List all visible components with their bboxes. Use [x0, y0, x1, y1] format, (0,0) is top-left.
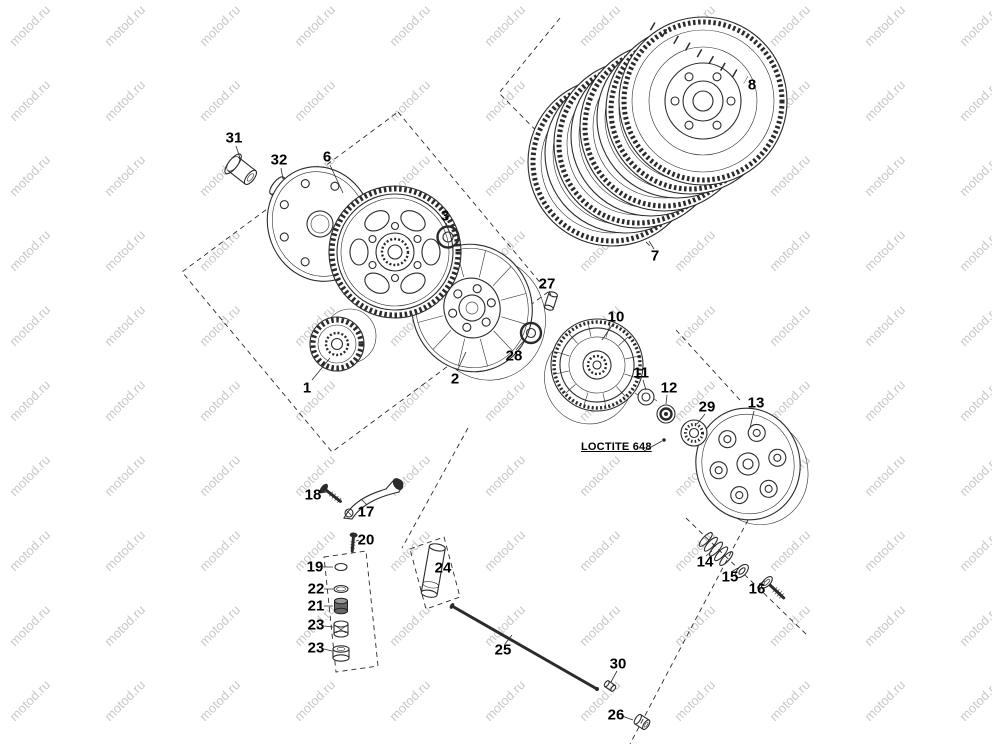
part-label-23b: 23	[307, 639, 325, 657]
part-16-bolt	[760, 576, 786, 600]
part-label-32: 32	[270, 151, 288, 169]
part-label-18: 18	[304, 486, 322, 504]
part-10-clutch-hub	[544, 318, 644, 425]
part-30-pin	[603, 680, 617, 692]
part-label-12: 12	[660, 379, 678, 397]
part-label-13: 13	[747, 394, 765, 412]
part-11-lock-washer	[634, 388, 658, 406]
loctite-note: LOCTITE 648	[581, 441, 652, 453]
clutch-plate-stack	[528, 17, 787, 246]
part-label-19: 19	[306, 558, 324, 576]
dashed-guides	[181, 17, 809, 744]
part-27-pin	[543, 291, 559, 311]
part-label-24: 24	[434, 559, 452, 577]
part-21-bushing	[334, 597, 348, 615]
part-17-release-lever	[343, 478, 404, 520]
part-label-3: 3	[440, 207, 450, 225]
part-22-oring	[333, 584, 349, 594]
part-26-sleeve	[633, 713, 651, 731]
part-24-pushrod-piece	[420, 543, 446, 598]
small-gear	[309, 308, 377, 372]
part-label-25: 25	[494, 641, 512, 659]
part-label-16: 16	[748, 580, 766, 598]
part-label-6: 6	[322, 148, 332, 166]
part-14-spring	[698, 532, 734, 566]
primary-driven-gear	[328, 185, 462, 319]
part-29-bearing	[680, 419, 708, 447]
part-label-8: 8	[747, 76, 757, 94]
part-31-bushing	[224, 153, 258, 186]
part-12-nut	[656, 404, 676, 424]
part-label-7: 7	[650, 247, 660, 265]
part-label-30: 30	[609, 655, 627, 673]
part-23-seal-lower	[332, 645, 350, 662]
part-23-seal-upper	[333, 620, 349, 638]
part-label-28: 28	[505, 347, 523, 365]
part-label-2: 2	[450, 370, 460, 388]
part-label-14: 14	[696, 553, 714, 571]
part-label-20: 20	[357, 531, 375, 549]
part-13-pressure-plate	[695, 407, 809, 526]
part-label-23a: 23	[307, 616, 325, 634]
part-label-10: 10	[607, 308, 625, 326]
part-label-27: 27	[538, 275, 556, 293]
part-20-screw	[349, 532, 358, 553]
part-15-washer	[735, 563, 749, 579]
part-label-15: 15	[721, 568, 739, 586]
part-28-washer	[519, 321, 543, 345]
part-3-ring	[436, 225, 460, 249]
part-18-bolt	[319, 483, 342, 504]
part-label-31: 31	[225, 129, 243, 147]
part-label-22: 22	[307, 580, 325, 598]
part-label-26: 26	[607, 706, 625, 724]
part-label-1: 1	[302, 379, 312, 397]
part-19-clip	[334, 562, 348, 572]
leader-lines	[235, 22, 766, 721]
part-label-21: 21	[307, 597, 325, 615]
part-label-17: 17	[357, 503, 375, 521]
part-label-29: 29	[698, 398, 716, 416]
part-25-pushrod	[449, 603, 599, 691]
part-label-11: 11	[633, 364, 649, 382]
